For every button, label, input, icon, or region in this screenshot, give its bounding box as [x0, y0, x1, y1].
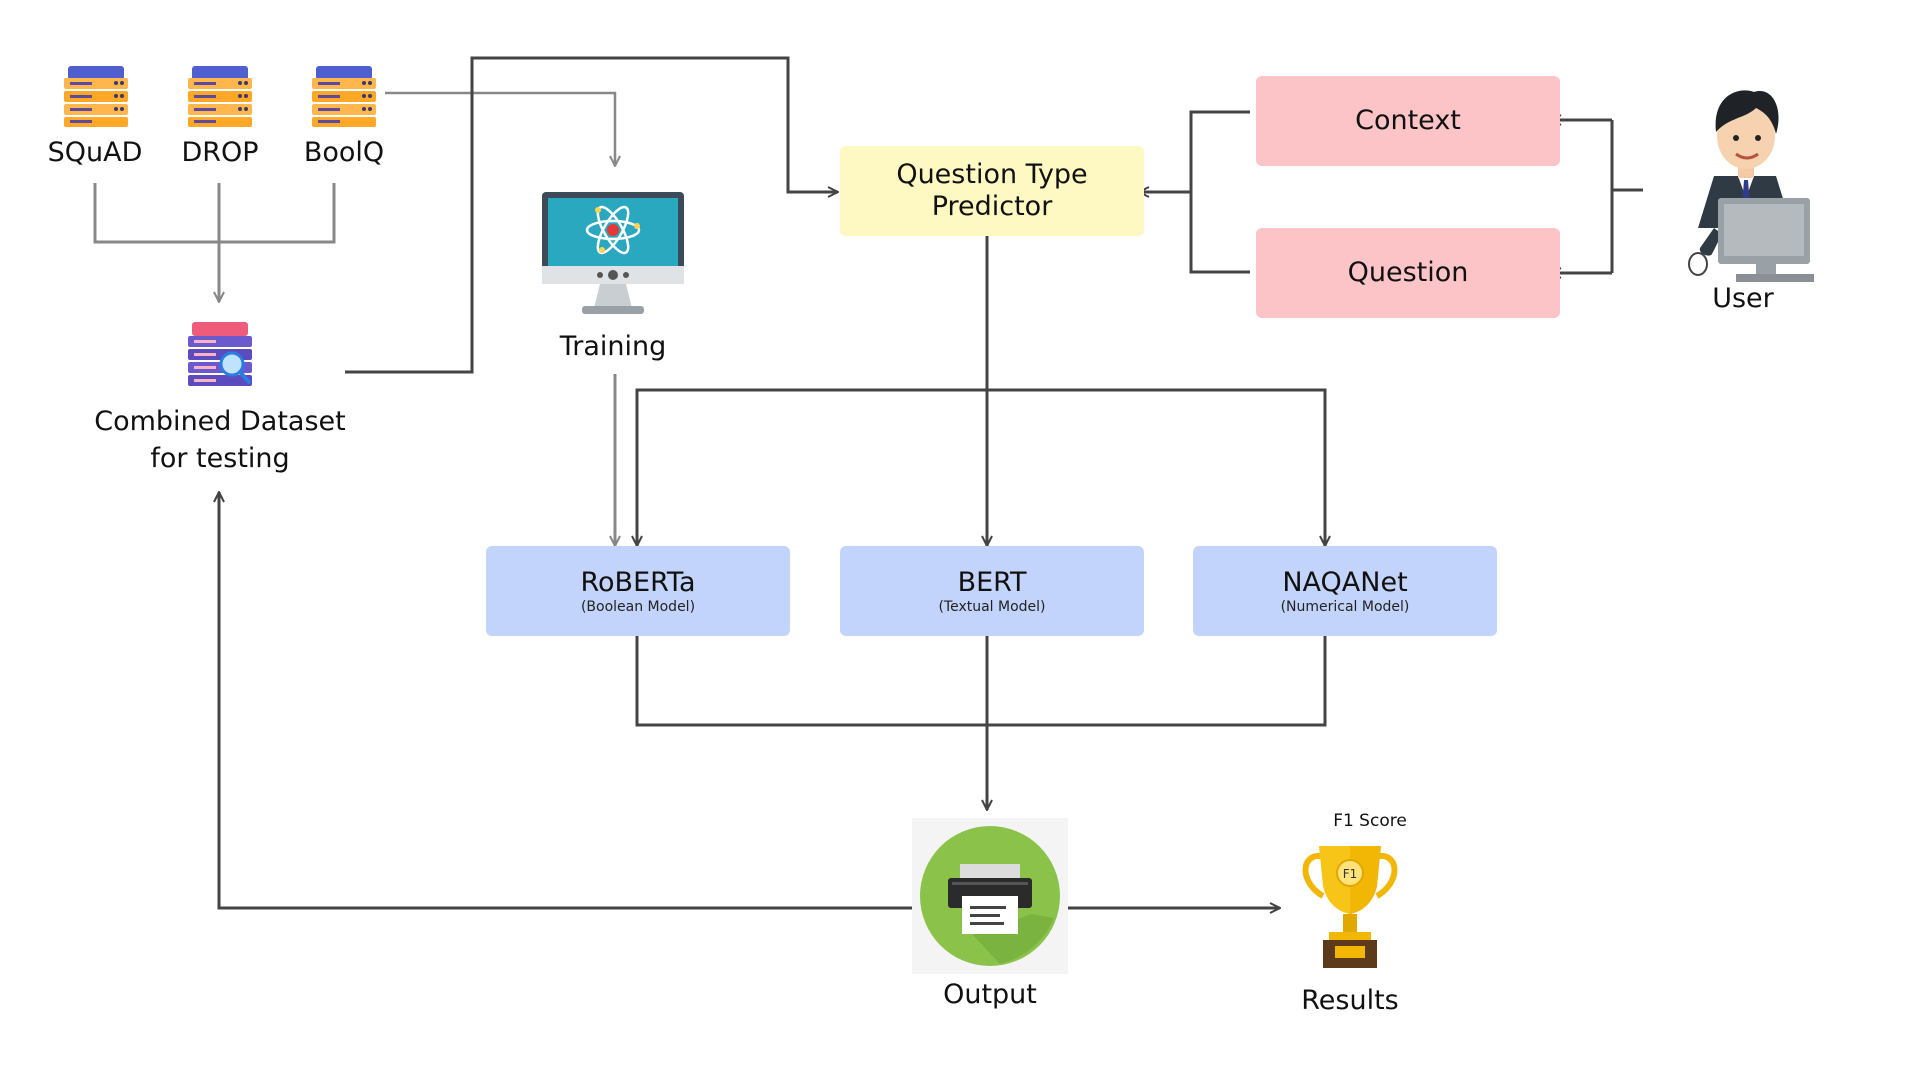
model-desc-roberta: (Boolean Model) — [580, 599, 696, 615]
context-label: Context — [1355, 105, 1461, 136]
trophy-text: F1 — [1343, 867, 1358, 881]
boolq-to-training-arrow — [385, 91, 615, 166]
server-stack-icon — [64, 66, 128, 127]
predictor-to-models-connector — [637, 236, 1325, 546]
person-at-computer-icon — [1688, 90, 1814, 282]
combined-dataset-line2: for testing — [150, 443, 290, 474]
model-naqanet: NAQANet (Numerical Model) — [1193, 546, 1497, 636]
user-label: User — [1712, 283, 1774, 314]
server-stack-icon — [312, 66, 376, 127]
model-desc-bert: (Textual Model) — [938, 599, 1046, 615]
dataset-label-drop: DROP — [181, 137, 259, 168]
printer-icon — [912, 818, 1068, 974]
models-to-output-connector — [635, 636, 1327, 810]
predictor-line2: Predictor — [931, 191, 1053, 222]
monitor-atom-icon — [542, 192, 684, 314]
combined-to-predictor-arrow — [345, 56, 838, 374]
question-input: Question — [1256, 228, 1560, 318]
user-to-inputs-connector — [1551, 120, 1643, 273]
results-metric-label: F1 Score — [1333, 811, 1407, 831]
dataset-merge-connector — [93, 183, 336, 302]
dataset-label-squad: SQuAD — [47, 137, 143, 168]
results-label: Results — [1301, 985, 1399, 1016]
combined-dataset-line1: Combined Dataset — [94, 406, 346, 437]
server-stack-icon — [188, 66, 252, 127]
dataset-label-boolq: BoolQ — [303, 137, 385, 168]
trophy-icon: F1 — [1302, 846, 1398, 968]
model-roberta: RoBERTa (Boolean Model) — [486, 546, 790, 636]
question-type-predictor: Question Type Predictor — [840, 146, 1144, 236]
combined-dataset-label: Combined Dataset for testing — [80, 403, 360, 477]
model-name-bert: BERT — [957, 567, 1027, 598]
inputs-to-predictor-connector — [1139, 110, 1250, 274]
model-name-naqanet: NAQANet — [1282, 567, 1408, 598]
context-input: Context — [1256, 76, 1560, 166]
model-desc-naqanet: (Numerical Model) — [1280, 599, 1410, 615]
model-name-roberta: RoBERTa — [580, 567, 696, 598]
model-bert: BERT (Textual Model) — [840, 546, 1144, 636]
training-label: Training — [559, 331, 667, 362]
database-search-icon — [188, 322, 252, 386]
output-label: Output — [943, 979, 1037, 1010]
predictor-line1: Question Type — [896, 159, 1088, 190]
question-label: Question — [1347, 257, 1469, 288]
output-to-combined-arrow — [219, 492, 912, 910]
